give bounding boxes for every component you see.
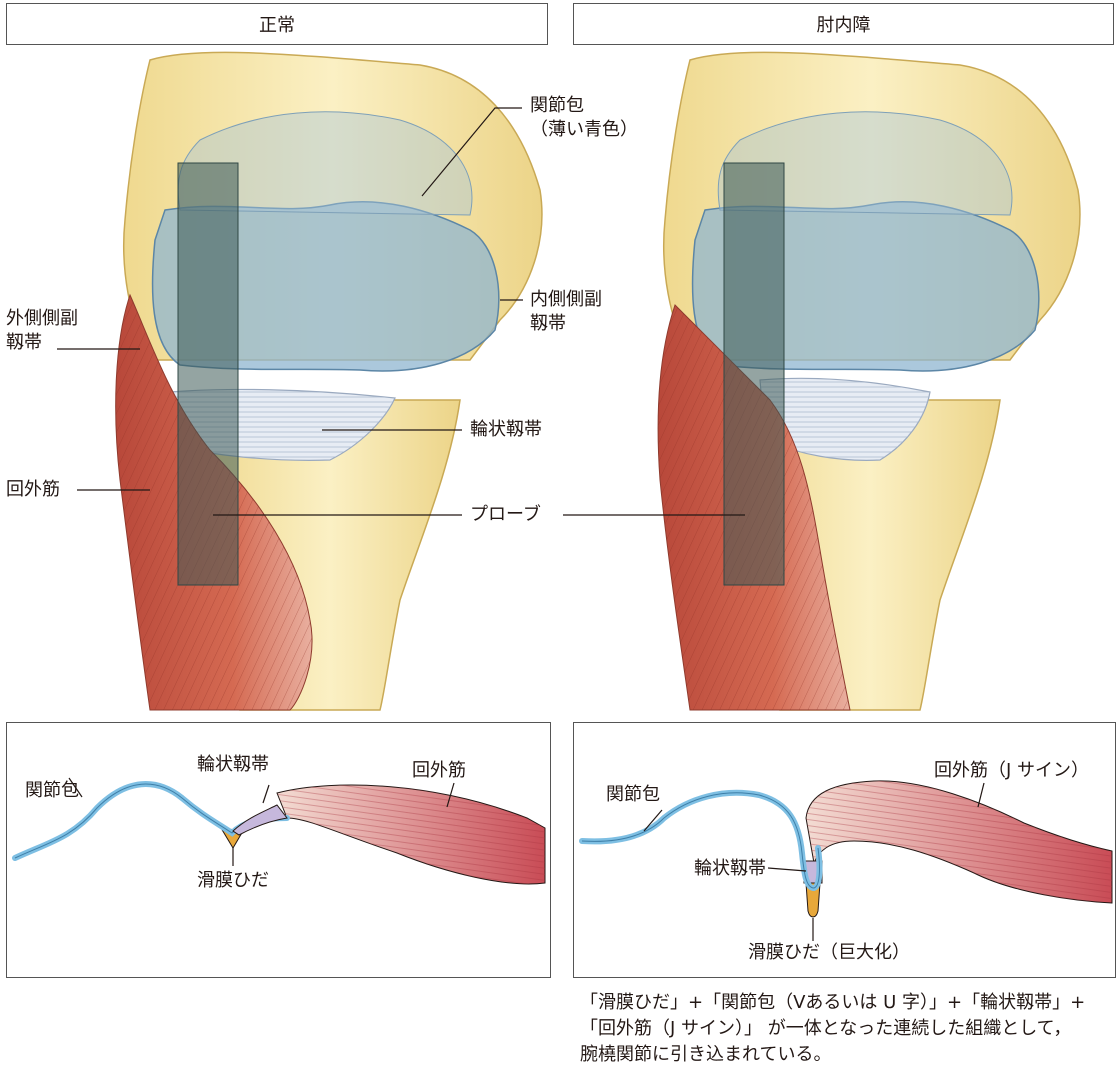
caption: 「滑膜ひだ」+「関節包（Vあるいは U 字）」+「輪状靱帯」+ 「回外筋（J サ…: [580, 990, 1085, 1068]
schematic-disorder: 関節包 回外筋（J サイン） 輪状靱帯 滑膜ひだ（巨大化）: [573, 722, 1116, 978]
caption-line-3: 腕橈関節に引き込まれている。: [580, 1042, 1085, 1068]
schematic-normal-svg: [7, 723, 550, 977]
normal-elbow: [116, 52, 542, 710]
sch-left-fold: 滑膜ひだ: [197, 869, 269, 893]
sch-right-annular: 輪状靱帯: [694, 857, 766, 881]
sch-right-supinator: 回外筋（J サイン）: [934, 759, 1089, 783]
label-annular-ligament: 輪状靱帯: [470, 418, 542, 442]
label-medial-line1: 内側側副: [530, 288, 602, 312]
label-capsule-line2: （薄い青色）: [530, 118, 638, 142]
probe: [178, 163, 238, 585]
label-capsule-line1: 関節包: [530, 94, 638, 118]
sch-left-annular: 輪状靱帯: [197, 753, 269, 777]
sch-right-capsule: 関節包: [606, 783, 660, 807]
label-lateral-line1: 外側側副: [6, 307, 78, 331]
sch-left-capsule: 関節包: [25, 779, 79, 803]
label-lateral-line2: 靱帯: [6, 331, 78, 355]
caption-line-1: 「滑膜ひだ」+「関節包（Vあるいは U 字）」+「輪状靱帯」+: [580, 990, 1085, 1016]
label-medial-ligament: 内側側副 靱帯: [530, 288, 602, 336]
schematic-normal: 関節包 輪状靱帯 回外筋 滑膜ひだ: [6, 722, 551, 978]
label-lateral-ligament: 外側側副 靱帯: [6, 307, 78, 355]
label-medial-line2: 靱帯: [530, 312, 602, 336]
disorder-elbow: [658, 52, 1080, 710]
annular-schematic: [233, 805, 287, 835]
probe-right: [724, 163, 784, 585]
caption-line-2: 「回外筋（J サイン）」 が一体となった連続した組織として，: [580, 1016, 1085, 1042]
label-capsule: 関節包 （薄い青色）: [530, 94, 638, 142]
sch-left-supinator: 回外筋: [412, 759, 466, 783]
label-supinator: 回外筋: [6, 478, 60, 502]
sch-right-fold: 滑膜ひだ（巨大化）: [748, 941, 910, 965]
label-probe: プローブ: [470, 503, 541, 527]
